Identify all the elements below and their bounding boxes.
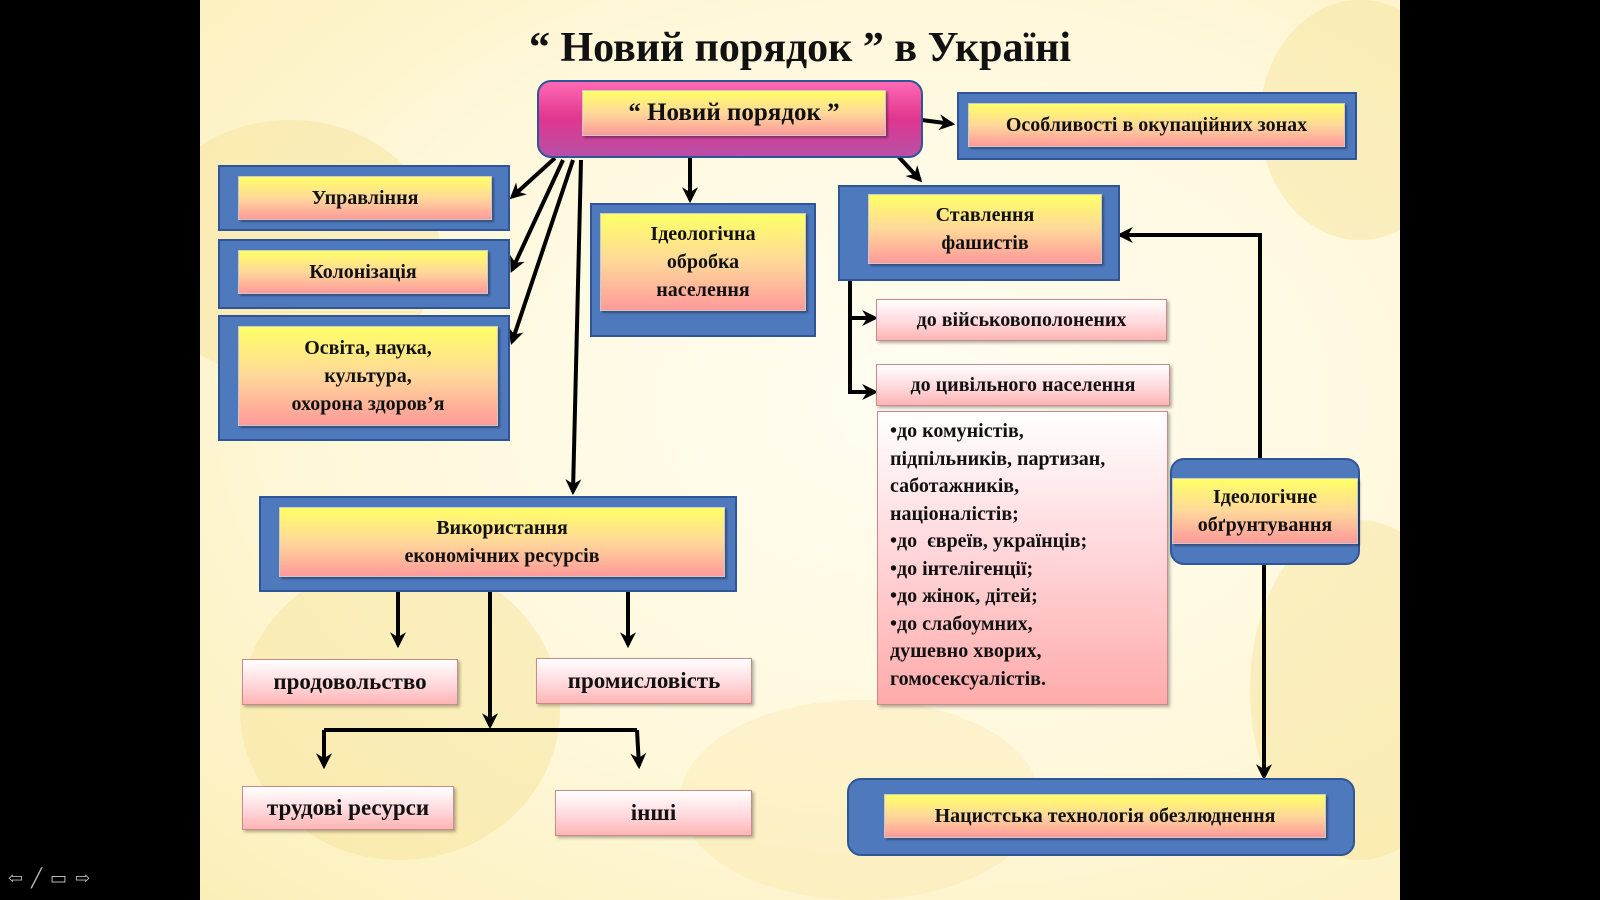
civil-groups-item: •до євреїв, українців; [890, 530, 1088, 552]
food-node: продовольство [242, 659, 458, 705]
slide: “ Новий порядок ” в Україні [200, 0, 1400, 900]
connector-arrows [316, 114, 1272, 781]
education-node: Освіта, наука, культура, охорона здоров’… [238, 326, 498, 426]
arrow-basis-to-attitude [1116, 227, 1262, 458]
arrow-attitude-to-pow [848, 278, 879, 326]
depopulation-node: Нацистська технологія обезлюднення [884, 794, 1326, 838]
ideological-basis-line: обґрунтування [1197, 514, 1333, 536]
economy-node-line: Використання [436, 517, 568, 539]
civil-groups-item: націоналістів; [890, 502, 1019, 525]
civil-groups-item: саботажників, [890, 475, 1020, 497]
arrow-root-to-economy [565, 159, 583, 496]
attitude-node-line: фашистів [941, 232, 1029, 254]
arrow-left-icon[interactable]: ⇦ [8, 868, 32, 888]
attitude-node-line: Ставлення [935, 204, 1035, 226]
other-node: інші [555, 790, 752, 836]
civil-groups-item: •до комуністів, [890, 420, 1024, 442]
civil-groups-item: підпільників, партизан, [890, 447, 1106, 470]
civil-groups-list: •до комуністів, підпільників, партизан, … [877, 411, 1168, 705]
arrow-root-to-education [508, 159, 575, 346]
civil-groups-item: гомосексуалістів. [890, 667, 1046, 690]
slide-title: “ Новий порядок ” в Україні [528, 25, 1072, 71]
arrow-root-to-colonization [510, 159, 565, 273]
labor-node: трудові ресурси [242, 786, 454, 830]
arrow-split-to-other [630, 729, 647, 770]
ideological-basis-line: Ідеологічне [1212, 486, 1318, 508]
education-node-line: культура, [324, 365, 412, 387]
pen-icon[interactable]: ╱ [31, 868, 50, 888]
pow-node: до військовополонених [876, 299, 1167, 341]
arrow-attitude-to-civil [848, 318, 879, 400]
menu-icon[interactable]: ▭ [49, 868, 75, 888]
management-node: Управління [238, 176, 492, 220]
education-node-line: охорона здоров’я [291, 393, 445, 415]
ideology-processing-line: обробка [666, 251, 740, 273]
arrow-right-icon[interactable]: ⇨ [74, 868, 99, 888]
arrow-root-to-attitude [895, 153, 923, 183]
colonization-node: Колонізація [238, 250, 488, 294]
industry-node: промисловість [536, 658, 752, 704]
civil-groups-item: •до жінок, дітей; [890, 585, 1038, 607]
ideology-processing-line: Ідеологічна [650, 223, 756, 245]
root-node: “ Новий порядок ” [582, 90, 886, 136]
slideshow-nav: ⇦╱▭⇨ [8, 868, 98, 889]
arrow-root-to-management [509, 156, 557, 200]
ideology-processing-line: населення [656, 279, 750, 301]
civil-groups-item: •до інтелігенції; [890, 557, 1034, 580]
arrow-root-to-zones [921, 114, 956, 131]
civil-groups-item: душевно хворих, [890, 640, 1042, 662]
ideology-processing-node: Ідеологічна обробка населення [600, 213, 806, 311]
attitude-node: Ставлення фашистів [868, 194, 1102, 264]
economy-node: Використання економічних ресурсів [279, 507, 725, 577]
zones-node: Особливості в окупаційних зонах [968, 103, 1345, 147]
civil-groups-item: •до слабоумних, [890, 612, 1033, 635]
civil-node: до цивільного населення [876, 364, 1170, 406]
ideological-basis-node: Ідеологічне обґрунтування [1172, 478, 1358, 544]
economy-node-line: економічних ресурсів [404, 545, 600, 567]
education-node-line: Освіта, наука, [304, 337, 432, 359]
